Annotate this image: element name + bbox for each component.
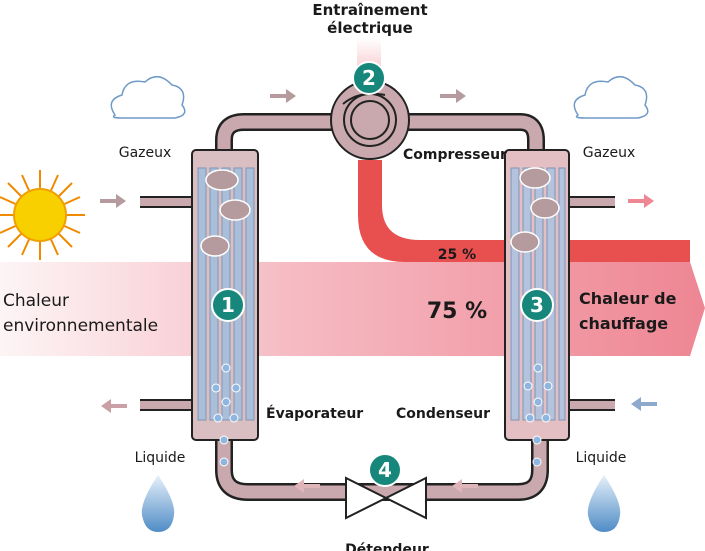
liquid-right-label: Liquide — [576, 450, 627, 466]
liquid-left-label: Liquide — [135, 450, 186, 466]
condenser-label: Condenseur — [396, 406, 490, 422]
badge-3: 3 — [520, 288, 554, 322]
gas-right-label: Gazeux — [583, 145, 636, 161]
power-input-label-line2: électrique — [327, 19, 413, 37]
expansion-valve — [345, 476, 427, 520]
badge-1: 1 — [211, 288, 245, 322]
heating-heat-label-line2: chauffage — [579, 314, 668, 333]
liquid-droplets — [211, 363, 553, 467]
cloud-icon-left — [110, 76, 186, 119]
cloud-icon-right — [573, 76, 649, 119]
heating-heat-label: Chaleur de — [579, 289, 677, 308]
environment-share-label: 75 % — [427, 299, 487, 324]
compressor-label: Compresseur — [403, 147, 507, 163]
badge-4: 4 — [368, 453, 402, 487]
water-drop-icon-right — [587, 475, 621, 532]
badge-2: 2 — [352, 61, 386, 95]
power-input-label: Entraînement — [312, 1, 427, 19]
evaporator-label: Évaporateur — [266, 405, 363, 422]
gas-bubbles — [200, 167, 560, 257]
electric-share-label: 25 % — [438, 247, 476, 263]
badge-1-number: 1 — [221, 293, 235, 317]
badge-3-number: 3 — [530, 293, 544, 317]
expansion-valve-label: Détendeur — [345, 542, 429, 551]
environment-heat-label-line2: environnementale — [3, 316, 158, 336]
badge-4-number: 4 — [378, 458, 392, 482]
badge-2-number: 2 — [362, 66, 376, 90]
flow-arrows — [100, 89, 657, 493]
water-drop-icon-left — [141, 475, 175, 532]
environment-heat-band — [0, 262, 705, 356]
sun-icon — [0, 170, 85, 260]
environment-heat-label: Chaleur — [3, 291, 69, 311]
gas-left-label: Gazeux — [119, 145, 172, 161]
